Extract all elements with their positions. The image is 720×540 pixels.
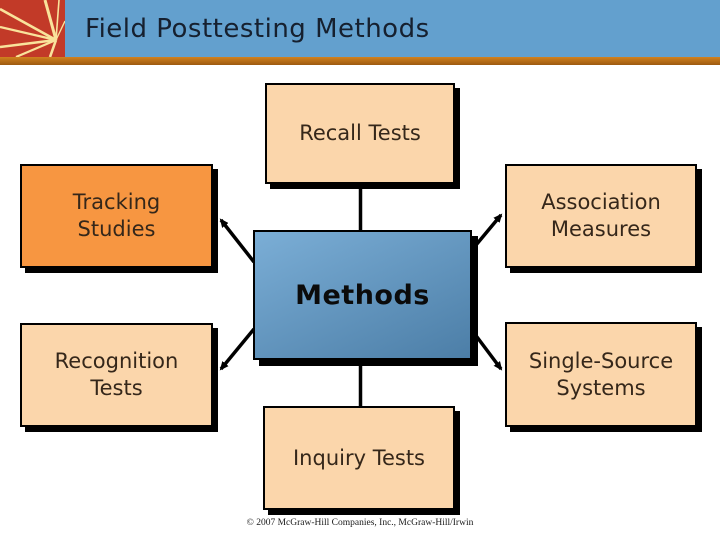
- node-tracking-studies: Tracking Studies: [20, 164, 213, 268]
- connector-recognition: [219, 327, 256, 371]
- node-label: Inquiry Tests: [292, 445, 425, 470]
- connector-single: [469, 327, 503, 371]
- accent-bar: [0, 57, 720, 65]
- connector-association: [469, 213, 503, 253]
- node-recall-tests: Recall Tests: [265, 83, 455, 184]
- node-label: Association Measures: [541, 190, 661, 241]
- copyright-footer: © 2007 McGraw-Hill Companies, Inc., McGr…: [246, 518, 474, 528]
- center-node-label: Methods: [295, 279, 430, 311]
- node-label: Tracking Studies: [72, 190, 161, 241]
- node-association-measures: Association Measures: [505, 164, 697, 268]
- node-recognition-tests: Recognition Tests: [20, 323, 213, 427]
- starburst-lines-icon: [0, 0, 65, 57]
- node-methods-center: Methods: [253, 230, 472, 360]
- node-label: Single-Source Systems: [528, 348, 674, 400]
- node-label: Recall Tests: [299, 121, 421, 145]
- slide-title: Field Posttesting Methods: [85, 13, 430, 44]
- connector-tracking: [219, 218, 256, 264]
- title-bar: [0, 0, 720, 57]
- node-label: Recognition Tests: [54, 349, 179, 400]
- node-single-source-systems: Single-Source Systems: [505, 322, 697, 427]
- node-inquiry-tests: Inquiry Tests: [263, 406, 455, 510]
